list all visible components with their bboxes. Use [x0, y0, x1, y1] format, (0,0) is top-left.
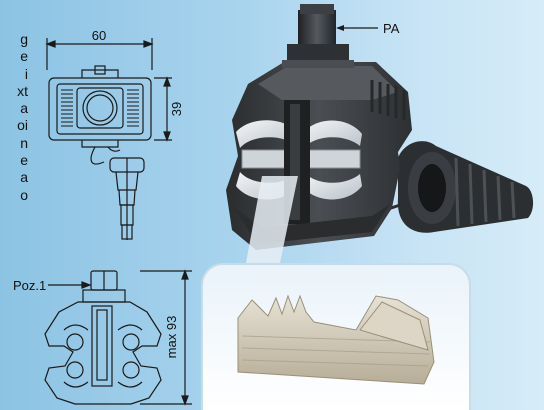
side-text-line: xt: [17, 82, 28, 99]
pa-label: PA: [383, 21, 400, 36]
side-view-drawing: [44, 269, 192, 406]
contact-blade-photo: [237, 294, 435, 385]
top-view-drawing: [45, 38, 172, 240]
side-text-line: g: [20, 31, 28, 47]
side-text-line: e: [20, 48, 28, 65]
side-text-line: i: [24, 65, 28, 82]
dim-height-label: 39: [169, 102, 184, 116]
side-text-line: n: [20, 134, 28, 151]
poz-label: Poz.1: [13, 278, 46, 293]
side-text-line: a: [20, 100, 28, 117]
dim-width-label: 60: [92, 28, 106, 43]
pa-arrow: [336, 25, 378, 31]
dim-max-label: max 93: [164, 316, 179, 359]
side-paragraph: g e i xt a oi n e a o: [0, 31, 28, 204]
side-text-line: a: [20, 169, 28, 186]
zoom-pointer: [246, 176, 298, 263]
side-text-line: oi: [17, 117, 28, 134]
side-text-line: o: [20, 186, 28, 203]
side-text-line: e: [20, 152, 28, 169]
